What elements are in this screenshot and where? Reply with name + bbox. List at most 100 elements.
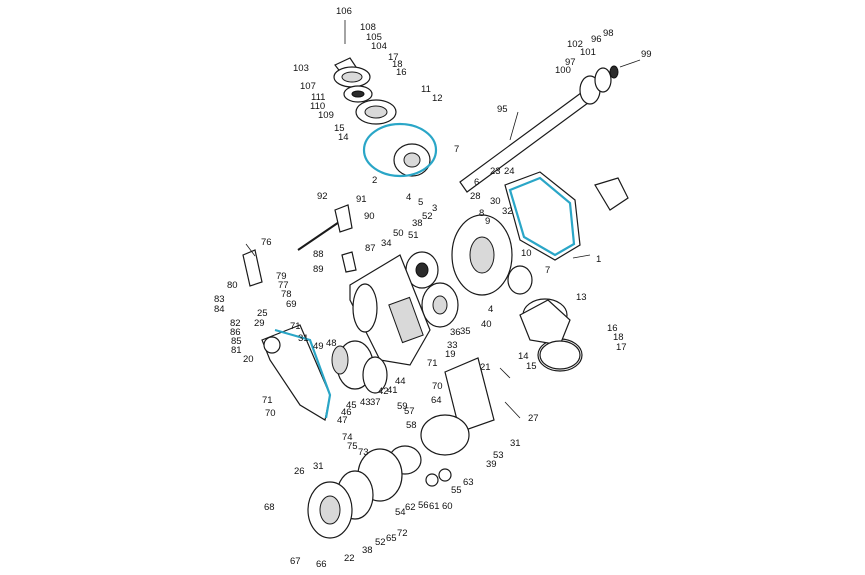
- callout-label: 33: [447, 340, 458, 351]
- callout-label: 34: [381, 238, 392, 249]
- callout-label: 26: [294, 466, 305, 477]
- callout-label: 29: [254, 318, 265, 329]
- callout-label: 105: [366, 32, 382, 43]
- callout-label: 9: [485, 216, 490, 227]
- callout-label: 68: [264, 502, 275, 513]
- callout-label: 109: [318, 110, 334, 121]
- callout-label: 16: [607, 323, 618, 334]
- callout-label: 24: [504, 166, 515, 177]
- callout-label: 4: [488, 304, 493, 315]
- callout-label: 84: [214, 304, 225, 315]
- callout-label: 100: [555, 65, 571, 76]
- callout-label: 57: [404, 406, 415, 417]
- callout-label: 38: [362, 545, 373, 556]
- callout-label: 54: [395, 507, 406, 518]
- callout-label: 14: [338, 132, 349, 143]
- callout-label: 2: [372, 175, 377, 186]
- callout-label: 17: [616, 342, 627, 353]
- callout-label: 72: [397, 528, 408, 539]
- callout-label: 16: [396, 67, 407, 78]
- callout-label: 76: [261, 237, 272, 248]
- callout-label: 41: [387, 385, 398, 396]
- callout-label: 56: [418, 500, 429, 511]
- callout-label: 78: [281, 289, 292, 300]
- callout-label: 98: [603, 28, 614, 39]
- callout-label: 75: [347, 441, 358, 452]
- callout-label: 79: [276, 271, 287, 282]
- callout-label: 110: [310, 101, 325, 112]
- callout-label: 61: [429, 501, 440, 512]
- callout-label: 15: [526, 361, 537, 372]
- callout-label: 80: [227, 280, 238, 291]
- callout-label: 60: [442, 501, 453, 512]
- callout-label: 97: [565, 57, 576, 68]
- callout-label: 95: [497, 104, 508, 115]
- callout-label: 86: [230, 327, 241, 338]
- callout-label: 39: [486, 459, 497, 470]
- callout-label: 6: [474, 177, 479, 188]
- callout-label: 12: [432, 93, 443, 104]
- callout-label: 71: [427, 358, 438, 369]
- callout-label: 91: [356, 194, 367, 205]
- callout-label: 45: [346, 400, 357, 411]
- callout-label: 43: [360, 397, 371, 408]
- callout-label: 49: [313, 341, 324, 352]
- callout-label: 46: [341, 407, 352, 418]
- callout-label: 31: [510, 438, 521, 449]
- callout-label: 64: [431, 395, 442, 406]
- callout-label: 77: [278, 280, 289, 291]
- callout-label: 70: [432, 381, 443, 392]
- leader-lines: [245, 20, 591, 419]
- callout-label: 20: [243, 354, 254, 365]
- callout-labels: 106 108 105 104 103 17 18 16 107 111 110…: [214, 6, 652, 570]
- callout-label: 21: [480, 362, 491, 373]
- callout-label: 73: [358, 447, 369, 458]
- callout-label: 99: [641, 49, 652, 60]
- callout-label: 31: [298, 333, 309, 344]
- lower-seal-rings: [331, 340, 388, 394]
- callout-label: 62: [405, 502, 416, 513]
- callout-label: 3: [432, 203, 437, 214]
- callout-label: 106: [336, 6, 352, 17]
- callout-label: 71: [290, 321, 301, 332]
- callout-label: 30: [490, 196, 501, 207]
- lower-clutch-assembly: [307, 414, 470, 539]
- callout-label: 51: [408, 230, 419, 241]
- callout-label: 108: [360, 22, 376, 33]
- callout-label: 52: [422, 211, 433, 222]
- callout-label: 40: [481, 319, 492, 330]
- callout-label: 7: [545, 265, 550, 276]
- callout-label: 59: [397, 401, 408, 412]
- callout-label: 25: [257, 308, 268, 319]
- callout-label: 67: [290, 556, 301, 567]
- callout-label: 89: [313, 264, 324, 275]
- callout-label: 35: [460, 326, 471, 337]
- callout-label: 8: [479, 208, 484, 219]
- right-mid-assembly: [519, 299, 581, 370]
- callout-label: 70: [265, 408, 276, 419]
- callout-label: 53: [493, 450, 504, 461]
- callout-label: 69: [286, 299, 297, 310]
- callout-label: 102: [567, 39, 583, 50]
- callout-label: 65: [386, 533, 397, 544]
- callout-label: 5: [418, 197, 423, 208]
- callout-label: 81: [231, 345, 242, 356]
- callout-label: 22: [344, 553, 355, 564]
- callout-label: 18: [613, 332, 624, 343]
- callout-label: 82: [230, 318, 241, 329]
- callout-label: 90: [364, 211, 375, 222]
- callout-label: 19: [445, 349, 456, 360]
- callout-label: 37: [370, 397, 381, 408]
- callout-label: 17: [388, 52, 399, 63]
- callout-label: 87: [365, 243, 376, 254]
- callout-label: 66: [316, 559, 327, 570]
- shift-housing: [261, 324, 332, 421]
- callout-label: 13: [576, 292, 587, 303]
- main-shaft: [459, 59, 641, 193]
- callout-label: 10: [521, 248, 532, 259]
- callout-label: 88: [313, 249, 324, 260]
- callout-label: 4: [406, 192, 411, 203]
- callout-label: 55: [451, 485, 462, 496]
- callout-label: 111: [311, 92, 325, 103]
